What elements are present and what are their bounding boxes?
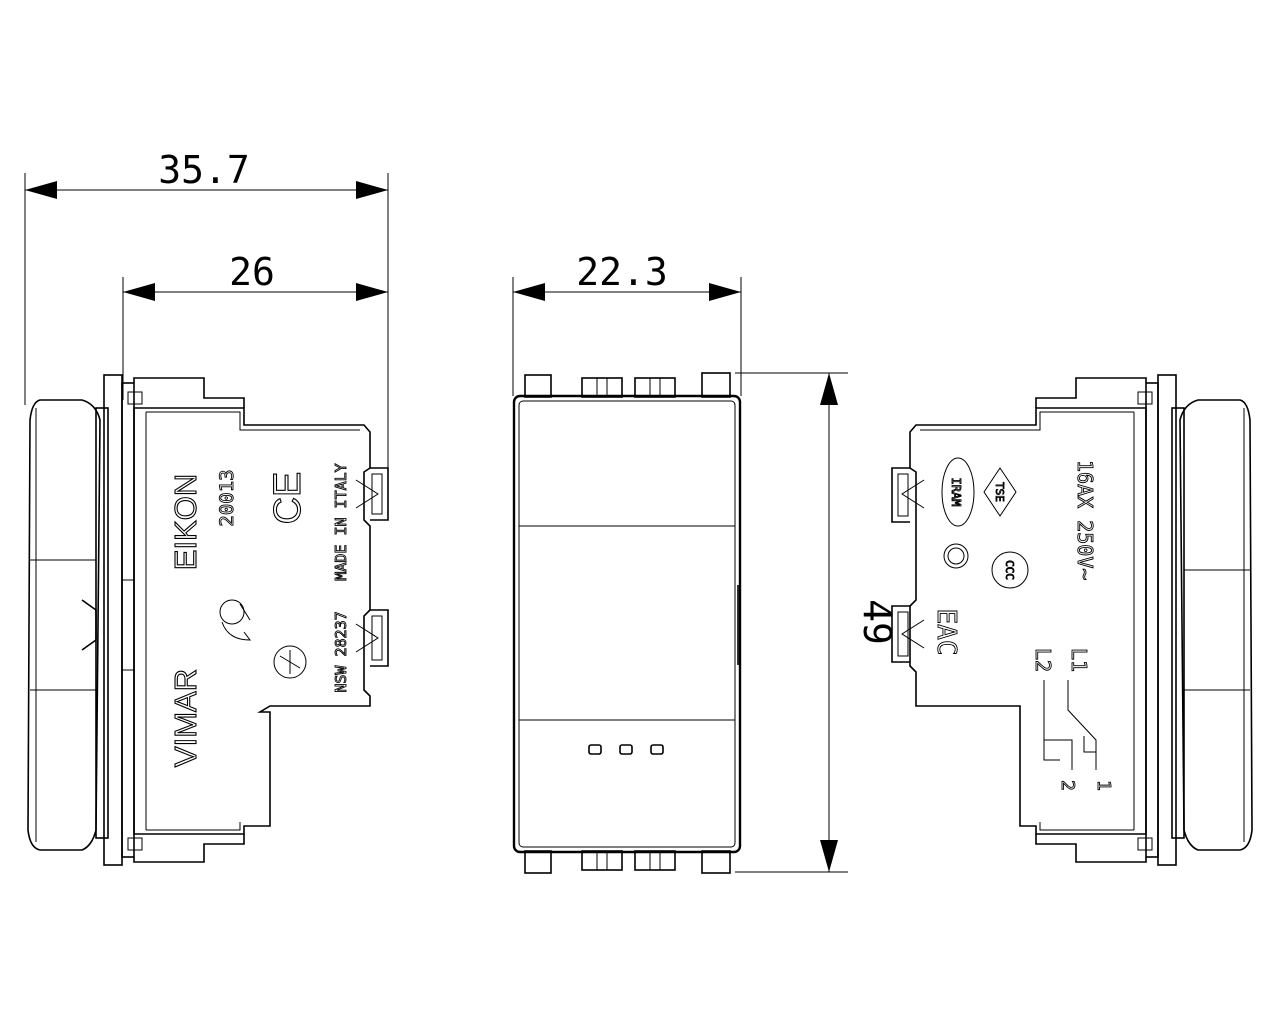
- tse-marking: TSE: [993, 482, 1006, 502]
- dimension-front-height: 49: [735, 372, 899, 873]
- imq-symbol-icon: [219, 599, 252, 641]
- origin-marking: MADE IN ITALY: [332, 463, 350, 580]
- iram-marking: IRAM: [949, 478, 963, 507]
- contact-2-label: 2: [1057, 780, 1078, 791]
- dimension-front-width: 22.3: [512, 250, 742, 396]
- ccc-symbol-icon: CCC: [991, 551, 1029, 589]
- eac-marking: EAC: [931, 609, 961, 656]
- dimension-overall-depth: 35.7: [24, 148, 389, 470]
- ce-marking: CE: [267, 472, 309, 525]
- indicator-dot: [588, 744, 602, 755]
- brand-marking: VIMAR: [168, 669, 203, 767]
- approval-marking: NSW 28237: [332, 611, 350, 692]
- terminal-l2-label: L2: [1031, 648, 1055, 672]
- s-mark-icon: [943, 543, 969, 569]
- right-side-view: 16AX 250V~ IRAM TSE CCC EAC L1 L2 1 2: [891, 374, 1253, 866]
- tse-symbol-icon: TSE: [983, 467, 1017, 517]
- terminal-l1-label: L1: [1067, 648, 1091, 672]
- dimension-front-width-label: 22.3: [576, 250, 668, 294]
- dimension-overall-depth-label: 35.7: [158, 148, 250, 192]
- code-marking: 20013: [216, 469, 238, 526]
- series-marking: EIKON: [168, 474, 203, 570]
- wiring-schematic-icon: [1043, 680, 1097, 770]
- left-side-view: VIMAR EIKON 20013 MADE IN ITALY NSW 2823…: [27, 374, 389, 866]
- indicator-dot: [619, 744, 633, 755]
- contact-1-label: 1: [1093, 780, 1114, 791]
- front-view: [512, 372, 742, 874]
- indicator-dot: [650, 744, 664, 755]
- dimension-body-depth-label: 26: [229, 250, 275, 294]
- approval-symbol-icon: [273, 645, 307, 679]
- rating-marking: 16AX 250V~: [1073, 460, 1097, 580]
- dimension-body-depth: 26: [122, 250, 388, 400]
- ccc-marking: CCC: [1003, 560, 1016, 580]
- iram-symbol-icon: IRAM: [941, 457, 975, 527]
